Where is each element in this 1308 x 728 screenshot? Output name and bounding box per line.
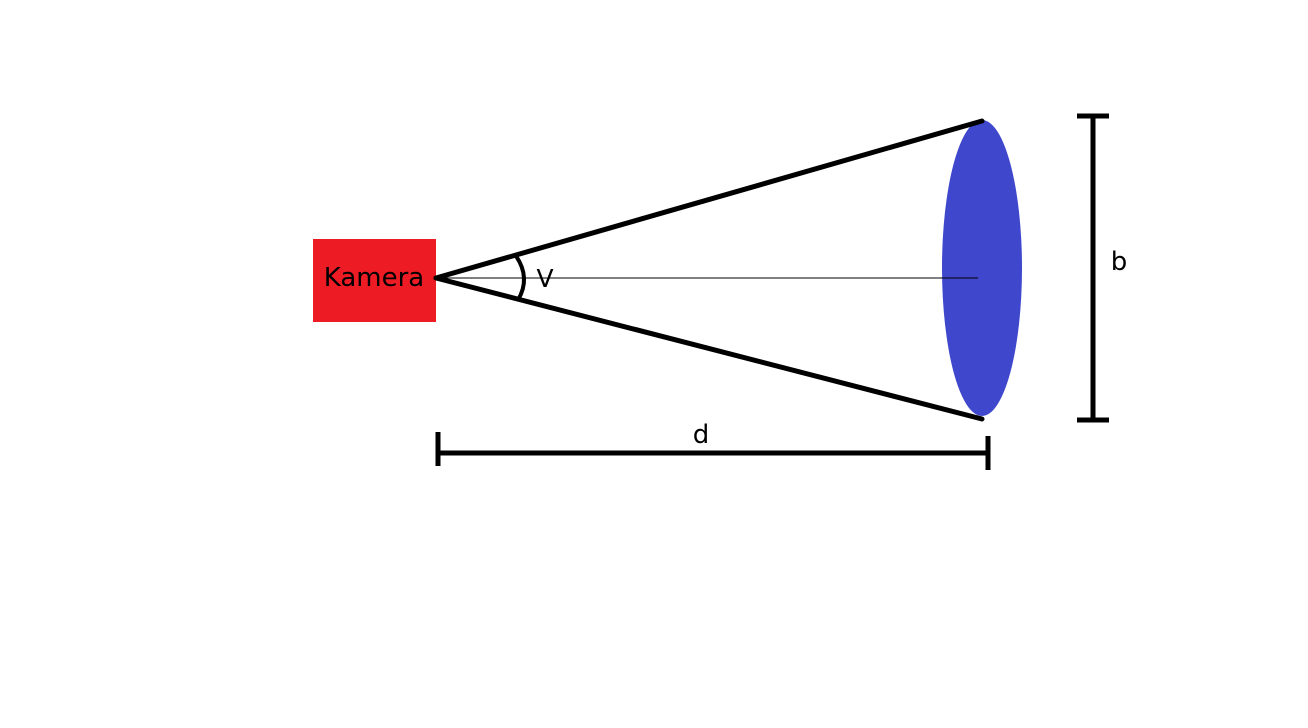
fov-upper-line	[433, 118, 985, 281]
target-ellipse	[942, 120, 1022, 416]
camera-label: Kamera	[324, 263, 424, 293]
angle-arc	[514, 254, 526, 302]
width-label: b	[1111, 247, 1128, 277]
distance-label: d	[693, 420, 710, 450]
fov-lower-line	[433, 275, 985, 422]
camera-box	[313, 239, 436, 322]
angle-label: V	[536, 264, 553, 293]
